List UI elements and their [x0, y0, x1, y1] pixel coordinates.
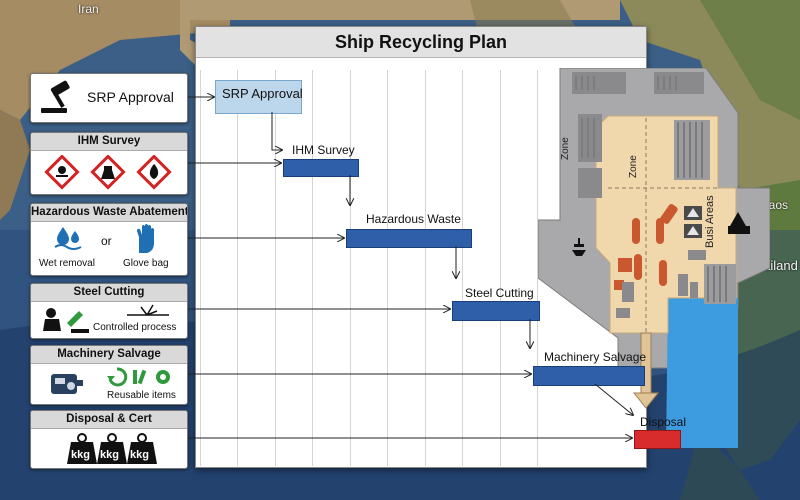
- yard-zone-label-right: Zone: [628, 155, 639, 178]
- grid-line: [425, 70, 426, 466]
- grid-line: [200, 70, 201, 466]
- weight-label-3: kkg: [130, 449, 149, 461]
- yard-zone-label-left: Zone: [560, 137, 571, 160]
- legend-card-machinery-salvage: Machinery Salvage Reusable items: [30, 345, 188, 405]
- task-label-ihm-survey: IHM Survey: [292, 143, 355, 157]
- grid-line: [500, 70, 501, 466]
- legend-card-srp-approval: SRP Approval: [30, 73, 188, 123]
- map-label-iran: Iran: [78, 2, 99, 16]
- task-label-hazardous-waste: Hazardous Waste: [366, 212, 461, 226]
- task-bar-hazardous-waste[interactable]: [346, 229, 472, 248]
- legend-caption-reusable-items: Reusable items: [107, 390, 176, 401]
- task-label-disposal: Disposal: [640, 415, 687, 429]
- task-bar-srp-approval[interactable]: [215, 80, 302, 114]
- grid-line: [275, 70, 276, 466]
- legend-card-ihm-survey: IHM Survey: [30, 132, 188, 195]
- cutting-worker-icon: [43, 308, 89, 333]
- grid-line: [387, 70, 388, 466]
- torch-cut-icon: [127, 304, 169, 316]
- yard-water: [666, 298, 738, 448]
- task-bar-steel-cutting[interactable]: [452, 301, 540, 321]
- flammable-hazard-icon: [136, 155, 172, 190]
- page-title: Ship Recycling Plan: [196, 27, 646, 58]
- legend-caption-wet-removal: Wet removal: [39, 258, 95, 269]
- grid-line: [350, 70, 351, 466]
- grid-line: [312, 70, 313, 466]
- tools-icon: [133, 369, 147, 385]
- recycle-icon: [107, 367, 128, 387]
- task-bar-machinery-salvage[interactable]: [533, 366, 645, 386]
- grid-line: [237, 70, 238, 466]
- legend-title-machinery-salvage: Machinery Salvage: [31, 346, 187, 364]
- task-label-srp-approval: SRP Approval: [222, 86, 303, 101]
- legend-title-ihm-survey: IHM Survey: [31, 133, 187, 151]
- legend-caption-glove-bag: Glove bag: [123, 258, 169, 269]
- weight-label-1: kkg: [71, 449, 90, 461]
- gantt-grid: [200, 70, 555, 466]
- legend-card-disposal-cert: Disposal & Cert kkg kkg kkg: [30, 410, 188, 469]
- task-bar-ihm-survey[interactable]: [283, 159, 359, 177]
- engine-icon: [51, 374, 83, 394]
- legend-connector-or: or: [101, 234, 112, 248]
- task-bar-disposal[interactable]: [634, 430, 681, 449]
- glove-icon: [137, 224, 154, 253]
- health-hazard-icon: [90, 155, 126, 190]
- water-drops-icon: [54, 227, 82, 250]
- grid-line: [462, 70, 463, 466]
- hazard-icons: [44, 155, 172, 190]
- yard-busy-areas-label: Busi Areas: [704, 195, 716, 248]
- recycle-gear-icons: [107, 367, 170, 387]
- legend-card-steel-cutting: Steel Cutting Controlled process: [30, 283, 188, 339]
- gear-icon: [156, 370, 170, 384]
- legend-label-srp-approval: SRP Approval: [87, 89, 174, 105]
- yard-plan: [538, 68, 770, 448]
- weight-label-2: kkg: [100, 449, 119, 461]
- task-label-steel-cutting: Steel Cutting: [465, 286, 534, 300]
- toxic-hazard-icon: [44, 155, 80, 190]
- legend-title-disposal-cert: Disposal & Cert: [31, 411, 187, 429]
- gavel-icon: [41, 80, 70, 113]
- weights-icon: [67, 433, 157, 464]
- legend-card-hazardous-waste: Hazardous Waste Abatement or Wet removal…: [30, 203, 188, 276]
- task-label-machinery-salvage: Machinery Salvage: [544, 350, 647, 364]
- legend-title-hazardous-waste: Hazardous Waste Abatement: [31, 204, 187, 222]
- legend-caption-controlled-process: Controlled process: [93, 322, 177, 333]
- legend-title-steel-cutting: Steel Cutting: [31, 284, 187, 302]
